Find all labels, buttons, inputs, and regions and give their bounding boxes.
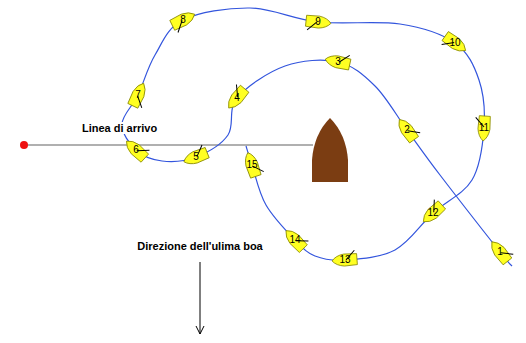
committee-boat xyxy=(312,118,348,182)
sailboat: 14 xyxy=(281,226,309,254)
sailboat: 6 xyxy=(122,136,150,164)
callout-number: 13 xyxy=(331,246,359,274)
callout-number: 11 xyxy=(470,114,498,142)
sailboat: 9 xyxy=(304,8,332,36)
sailboat: 3 xyxy=(324,48,352,76)
sailboat: 5 xyxy=(182,143,210,171)
callout-number: 1 xyxy=(486,238,514,266)
finish-line xyxy=(24,144,313,146)
callout-number: 5 xyxy=(182,143,210,171)
sailboat: 15 xyxy=(238,151,266,179)
callout-number: 8 xyxy=(169,6,197,34)
sailboat: 10 xyxy=(441,29,469,57)
callout-number: 4 xyxy=(223,84,251,112)
sailboat: 11 xyxy=(470,114,498,142)
callout-number: 7 xyxy=(124,81,152,109)
callout-number: 15 xyxy=(238,151,266,179)
callout-number: 10 xyxy=(441,29,469,57)
sailboat: 12 xyxy=(419,199,447,227)
sailboat: 7 xyxy=(124,81,152,109)
finish-line-label: Linea di arrivo xyxy=(80,122,159,134)
callout-number: 9 xyxy=(304,8,332,36)
callout-number: 14 xyxy=(281,226,309,254)
finish-buoy xyxy=(20,141,28,149)
boat-track xyxy=(122,8,512,266)
sailboat: 13 xyxy=(331,246,359,274)
sailboat: 1 xyxy=(486,238,514,266)
sailboat: 2 xyxy=(393,116,421,144)
callout-number: 3 xyxy=(324,48,352,76)
direction-arrow xyxy=(200,262,201,334)
sailboat: 4 xyxy=(223,84,251,112)
callout-number: 2 xyxy=(393,116,421,144)
callout-number: 6 xyxy=(122,136,150,164)
callout-number: 12 xyxy=(419,199,447,227)
sailboat: 8 xyxy=(169,6,197,34)
direction-label: Direzione dell'ulima boa xyxy=(135,240,264,252)
